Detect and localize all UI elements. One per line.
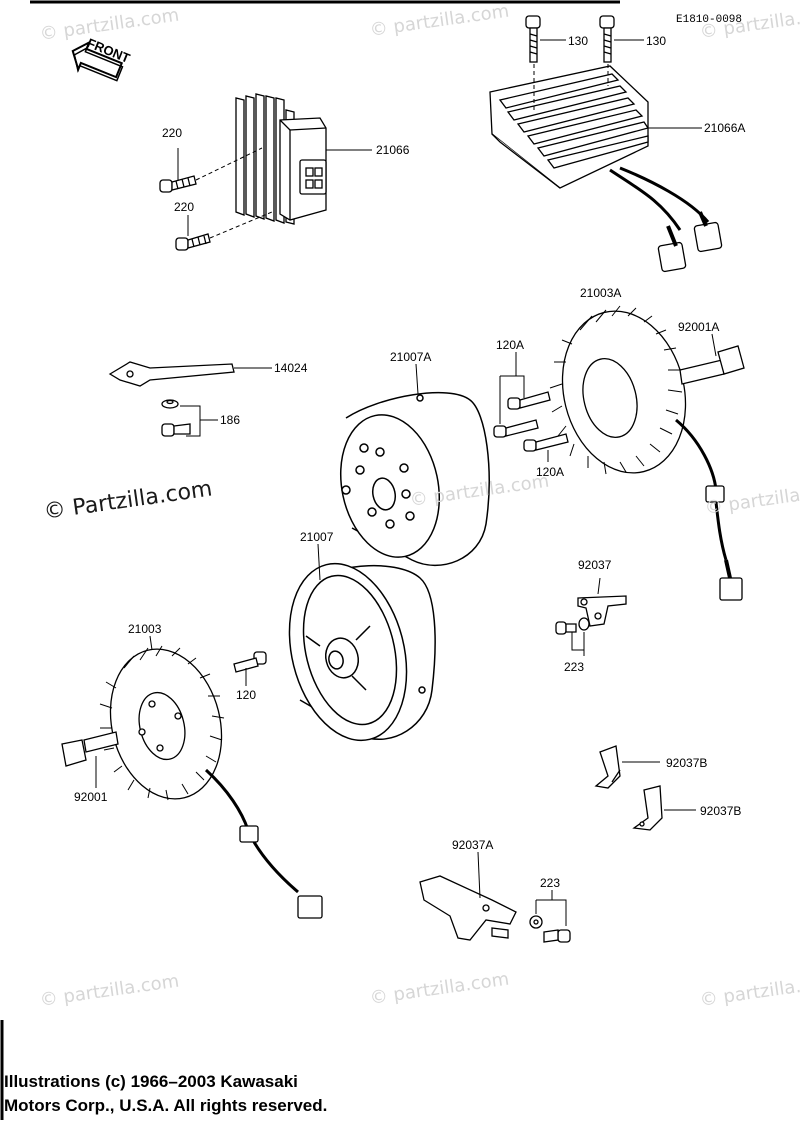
copyright-notice: Illustrations (c) 1966–2003 Kawasaki Mot… <box>4 1070 327 1118</box>
bolt-130-a <box>525 15 541 63</box>
label-186: 186 <box>220 413 241 427</box>
regulator-21066 <box>235 93 327 225</box>
label-120A-top: 120A <box>496 338 525 352</box>
label-21007A: 21007A <box>390 350 432 364</box>
bolt-92001A <box>679 345 745 385</box>
washer-223-a <box>555 617 590 635</box>
label-21066A: 21066A <box>704 121 746 135</box>
bolt-220-upper <box>159 175 197 193</box>
rotor-21007A <box>339 391 490 567</box>
copyright-line-2: Motors Corp., U.S.A. All rights reserved… <box>4 1096 328 1115</box>
label-92037B-a: 92037B <box>666 756 708 770</box>
bracket-14024 <box>108 361 235 387</box>
label-120A-bottom: 120A <box>536 465 565 479</box>
label-92037A: 92037A <box>452 838 494 852</box>
regulator-21066A <box>489 65 723 273</box>
label-21003: 21003 <box>128 622 162 636</box>
bracket-92037B-b <box>632 785 663 831</box>
bracket-92037B-a <box>594 745 621 789</box>
stator-21003A-wire <box>675 418 743 601</box>
bolt-220-lower <box>175 233 211 251</box>
label-21066: 21066 <box>376 143 410 157</box>
label-92037: 92037 <box>578 558 612 572</box>
bolt-120 <box>233 651 267 673</box>
diagram-reference: E1810-0098 <box>676 14 743 26</box>
washer-223-b <box>529 915 571 943</box>
bolt-130-b <box>599 15 615 63</box>
label-130-a: 130 <box>568 34 589 48</box>
front-arrow-icon <box>71 40 124 82</box>
stator-21003 <box>109 648 223 800</box>
bolt-120A-c <box>523 433 569 452</box>
stator-21003-poles <box>99 645 225 801</box>
label-21007: 21007 <box>300 530 334 544</box>
bracket-92037A <box>419 875 517 941</box>
label-130-b: 130 <box>646 34 667 48</box>
label-223-a: 223 <box>564 660 585 674</box>
rotor-21007 <box>288 562 436 742</box>
label-14024: 14024 <box>274 361 308 375</box>
bracket-92037 <box>577 595 627 627</box>
copyright-line-1: Illustrations (c) 1966–2003 Kawasaki <box>4 1072 298 1091</box>
bolt-120A-a <box>507 391 551 410</box>
label-92037B-b: 92037B <box>700 804 742 818</box>
label-21003A: 21003A <box>580 286 622 300</box>
label-92001A: 92001A <box>678 320 720 334</box>
label-120: 120 <box>236 688 257 702</box>
stator-21003-wire <box>204 768 323 919</box>
label-92001: 92001 <box>74 790 108 804</box>
stator-21003A <box>561 310 687 474</box>
bolt-92001 <box>61 731 119 767</box>
label-220-a: 220 <box>162 126 183 140</box>
label-220-b: 220 <box>174 200 195 214</box>
nut-186 <box>161 399 191 437</box>
bolt-120A-b <box>493 419 539 438</box>
label-223-b: 223 <box>540 876 561 890</box>
stator-21003A-poles <box>549 305 683 475</box>
